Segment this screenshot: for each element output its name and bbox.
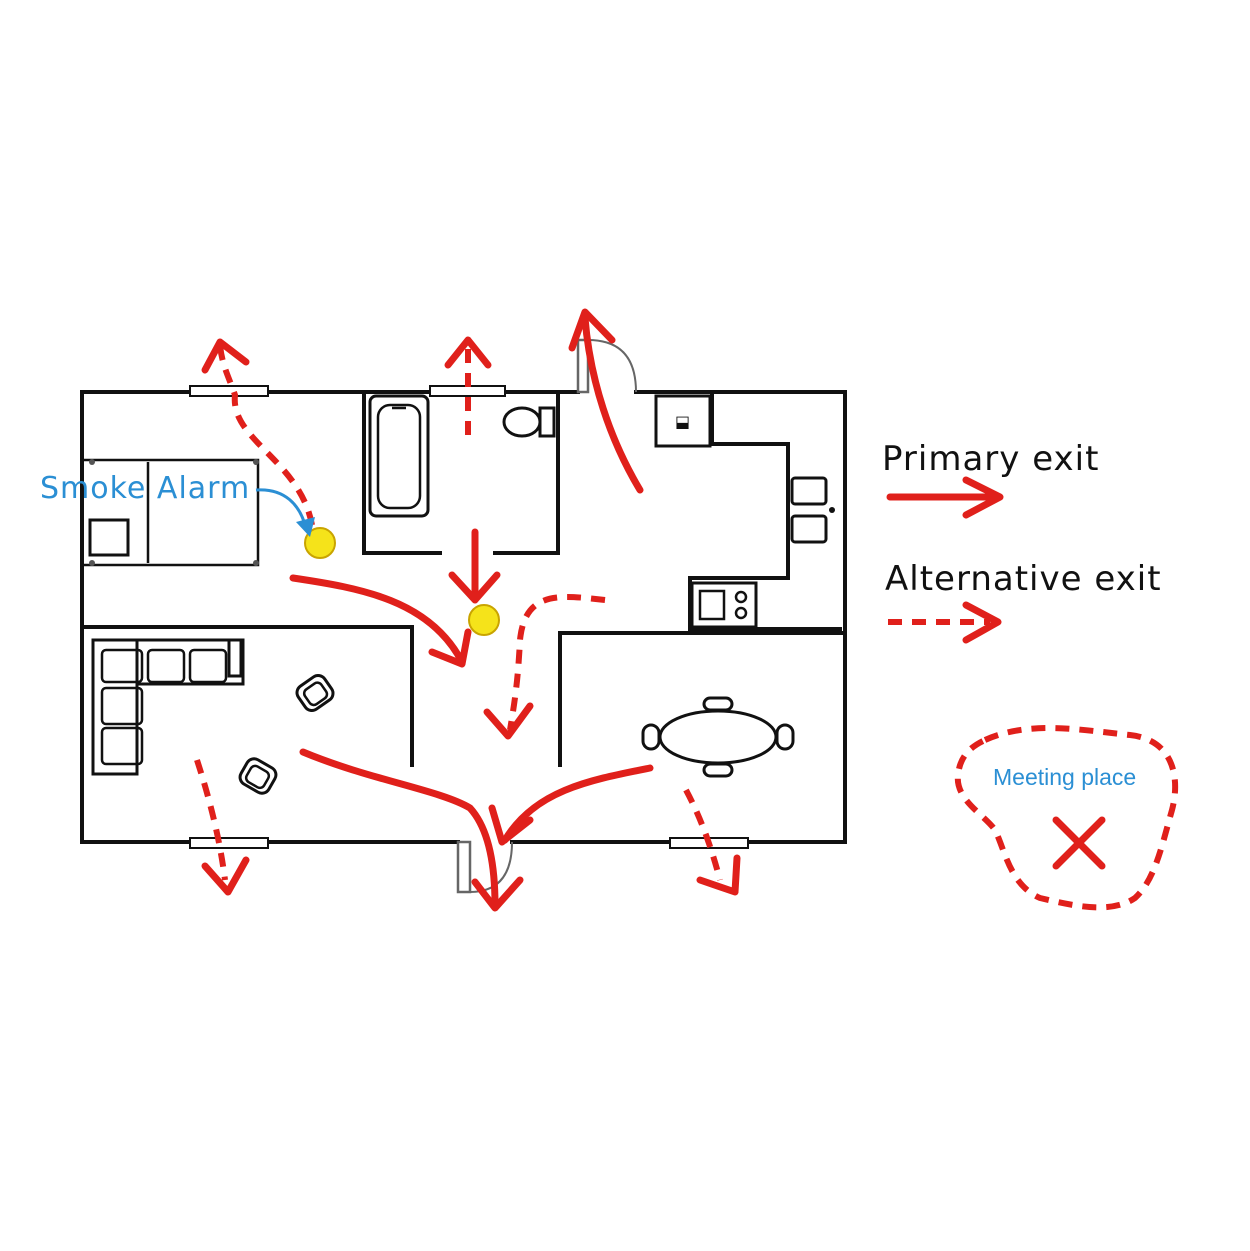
kitchen-sink bbox=[790, 476, 835, 544]
meeting-place: Meeting place bbox=[954, 725, 1179, 911]
primary-arrowhead bbox=[428, 628, 472, 668]
meeting-place-label: Meeting place bbox=[993, 764, 1136, 790]
primary-route-hall-to-front bbox=[289, 574, 466, 666]
dining-table bbox=[641, 696, 795, 778]
arrow-right-icon bbox=[962, 601, 1002, 644]
wall-living-top bbox=[80, 625, 414, 767]
legend: Primary exit Alternative exit bbox=[882, 439, 1162, 644]
smoke-alarm-icon bbox=[468, 604, 500, 636]
wall-bathroom-left bbox=[362, 390, 442, 555]
primary-arrowhead bbox=[471, 876, 524, 912]
alt-arrowhead bbox=[444, 336, 492, 369]
window-top-bath bbox=[429, 385, 506, 397]
closet-hinge bbox=[253, 459, 259, 465]
armchair-1 bbox=[295, 673, 335, 713]
smoke-alarm-callout: Smoke Alarm bbox=[40, 471, 315, 537]
legend-primary-label: Primary exit bbox=[882, 439, 1099, 479]
closet-hinge bbox=[89, 459, 95, 465]
window-bottom-left bbox=[189, 837, 269, 849]
wall-bathroom-right bbox=[493, 390, 560, 555]
kitchen-fridge: ⬓ bbox=[654, 394, 712, 448]
closet-outline bbox=[82, 458, 260, 567]
floor-plan: ⬓ bbox=[80, 338, 847, 894]
meeting-x-mark bbox=[1052, 816, 1106, 870]
bathtub bbox=[368, 394, 430, 518]
alt-arrowhead bbox=[483, 702, 534, 740]
alt-arrowhead bbox=[201, 338, 250, 374]
kitchen-stove bbox=[690, 581, 758, 629]
armchair-2 bbox=[238, 757, 278, 795]
primary-arrowhead bbox=[568, 308, 616, 352]
wall-dining bbox=[558, 631, 847, 767]
alt-arrowhead bbox=[696, 854, 741, 896]
primary-arrowhead bbox=[488, 804, 534, 846]
primary-route-living-to-front bbox=[299, 748, 499, 909]
window-top-left bbox=[189, 385, 269, 397]
alt-route-dining-window bbox=[683, 788, 723, 881]
alt-arrowhead bbox=[201, 856, 250, 896]
door-top bbox=[576, 338, 637, 394]
callout-arrowhead-icon bbox=[296, 517, 315, 537]
smoke-alarm-icon bbox=[304, 527, 336, 559]
smoke-alarms bbox=[304, 527, 500, 636]
closet-hinge bbox=[89, 560, 95, 566]
legend-alternative-label: Alternative exit bbox=[885, 559, 1162, 599]
alt-route-hall-down bbox=[507, 594, 606, 731]
closet-hinge bbox=[253, 560, 259, 566]
arrow-right-icon bbox=[962, 476, 1004, 519]
primary-route-dining-to-front bbox=[501, 764, 654, 844]
primary-route-kitchen-up bbox=[581, 314, 644, 494]
door-bottom-front bbox=[456, 840, 513, 894]
meeting-place-boundary bbox=[954, 725, 1179, 911]
alt-route-living-window bbox=[194, 759, 228, 881]
kitchen-counter bbox=[688, 390, 842, 631]
sofa bbox=[91, 638, 245, 776]
primary-arrowhead bbox=[448, 571, 501, 604]
closet-shelf bbox=[88, 518, 130, 557]
svg-text:⬓: ⬓ bbox=[675, 412, 690, 431]
escape-routes bbox=[194, 308, 741, 912]
smoke-alarm-label: Smoke Alarm bbox=[40, 471, 250, 506]
toilet bbox=[502, 406, 556, 438]
